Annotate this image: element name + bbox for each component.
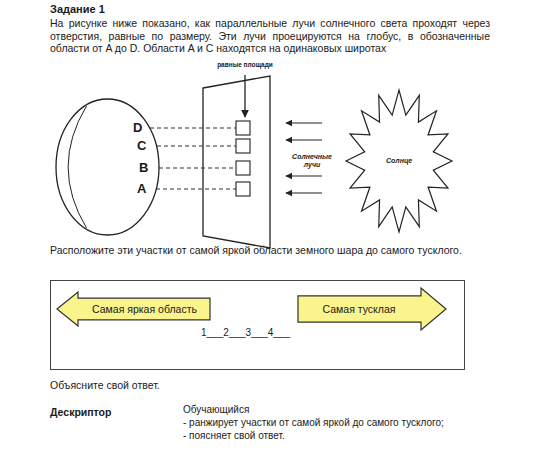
sun-outline	[346, 90, 452, 232]
descriptor-text: Обучающийся	[183, 404, 523, 416]
area-letter: D	[133, 121, 142, 136]
task-title: Задание 1	[50, 3, 105, 16]
descriptor-text: - поясняет свой ответ.	[183, 430, 523, 442]
aperture-square	[236, 121, 250, 135]
ranking-line: 1___2___3___4___	[201, 327, 290, 339]
aperture-square	[236, 139, 250, 153]
descriptor-text: - ранжирует участки от самой яркой до са…	[183, 417, 523, 429]
callout-label: Солнечные лучи	[283, 153, 341, 170]
arrow-shape: Самая яркая область	[56, 291, 211, 327]
area-letter: B	[139, 161, 148, 176]
sun-star: Солнце	[344, 88, 454, 234]
arrow-outline	[57, 292, 210, 326]
sun-ray-arrow	[286, 175, 322, 176]
descriptor-heading: Дескриптор	[50, 406, 170, 419]
sun-ray-arrow	[286, 192, 322, 193]
area-letter: A	[137, 182, 146, 197]
aperture-square	[236, 161, 250, 175]
ray-dashed	[157, 146, 236, 147]
callout-label: равные площади	[205, 61, 285, 69]
sun-ray-arrow	[286, 139, 322, 140]
arrow-shape: Самая тусклая	[297, 287, 447, 331]
answer-frame: 1___2___3___4___ Самая яркая область Самая…	[50, 280, 465, 370]
arrow-label: Самая тусклая	[323, 303, 396, 315]
ray-dashed	[159, 168, 236, 169]
ray-dashed	[150, 128, 236, 129]
globe-outline	[56, 99, 159, 235]
task-text: Объясните свой ответ.	[50, 379, 350, 392]
arrow-outline	[298, 288, 446, 330]
aperture-square	[236, 182, 250, 196]
arrow-label: Самая яркая область	[92, 303, 197, 315]
pointer-arrow	[244, 75, 245, 117]
task-text: На рисунке ниже показано, как параллельн…	[50, 17, 490, 55]
area-letter: C	[137, 139, 146, 154]
globe-shape: DCBA	[55, 98, 160, 236]
aperture-panel	[203, 76, 270, 248]
task-text: Расположите эти участки от самой яркой о…	[50, 244, 490, 257]
sun-ray-arrow	[286, 122, 322, 123]
ray-dashed	[156, 189, 236, 190]
sun-label: Солнце	[386, 157, 412, 165]
globe-meridian	[68, 106, 86, 228]
